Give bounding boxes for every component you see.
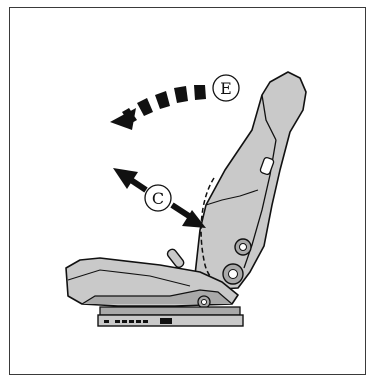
rail-top [100, 307, 240, 315]
recline-knob-lower-center [229, 270, 238, 279]
arrow-e-segment [155, 91, 170, 109]
arrow-e-segment [137, 98, 153, 116]
arrow-e-segment [174, 86, 188, 103]
arrow-e-segment [194, 85, 206, 100]
seat-rail [98, 307, 243, 326]
slide-knob-center [202, 300, 207, 305]
arrow-e-head [110, 108, 136, 130]
rail-block [160, 318, 172, 324]
arrow-c: C [113, 168, 206, 228]
arrow-e: E [110, 75, 239, 130]
seat-back [195, 72, 306, 290]
arrow-c-head-upper [113, 168, 138, 189]
callout-c-label: C [152, 189, 164, 208]
recline-knob-upper-center [240, 244, 247, 251]
callout-e-label: E [220, 79, 232, 98]
